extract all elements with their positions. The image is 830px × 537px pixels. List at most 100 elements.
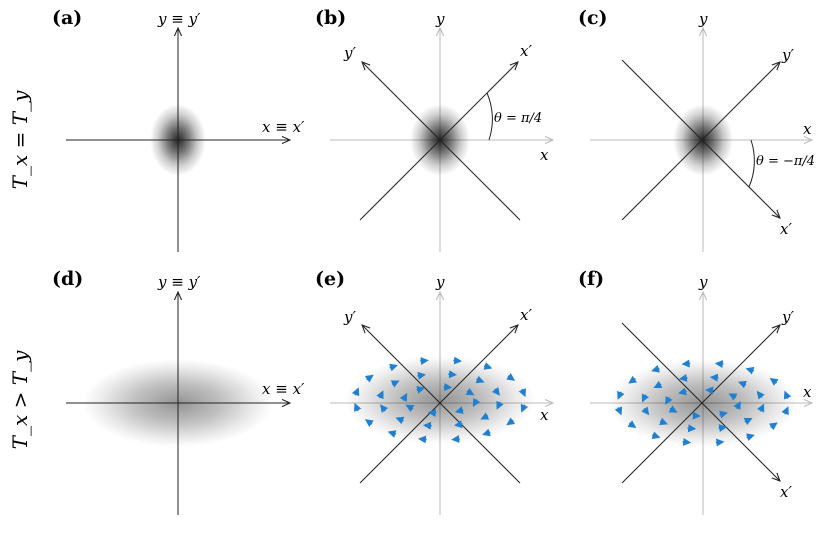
x-axis-label: x — [803, 120, 812, 138]
flow-arrow — [687, 424, 697, 433]
flow-arrow — [641, 406, 650, 416]
flow-arrow — [454, 406, 464, 415]
flow-arrow — [681, 359, 691, 368]
flow-arrow — [705, 386, 714, 395]
flow-arrow — [453, 356, 462, 365]
flow-arrow — [627, 420, 637, 429]
flow-arrow — [641, 393, 650, 403]
flow-arrow — [614, 406, 623, 416]
flow-arrow — [416, 385, 426, 394]
flow-arrow — [651, 431, 661, 440]
flow-arrow — [472, 398, 481, 407]
flow-arrow — [756, 403, 765, 413]
flow-arrow — [395, 416, 405, 425]
flow-arrow — [678, 373, 688, 382]
y-axis-label: y ≡ y′ — [157, 10, 201, 28]
angle-arc — [748, 139, 755, 188]
yprime-axis-label: y′ — [343, 44, 356, 62]
yprime-axis-label: y′ — [343, 308, 356, 326]
particle-cloud — [345, 356, 535, 444]
panel-c: (c) θ = −π/4 x y x′ y′ — [578, 7, 815, 252]
flow-arrow — [783, 390, 792, 400]
x-axis-label: x — [540, 406, 549, 424]
flow-arrow — [351, 387, 360, 397]
yprime-axis-label: y′ — [781, 46, 794, 64]
y-axis-label: y — [435, 273, 445, 291]
flow-arrow — [665, 395, 673, 405]
flow-arrow — [380, 404, 389, 414]
xprime-axis-label: x′ — [520, 306, 532, 324]
flow-arrow — [496, 400, 504, 410]
rotated-x-axis — [621, 322, 780, 481]
flow-arrow — [520, 403, 529, 413]
flow-arrow — [389, 363, 398, 372]
panel-label-f: (f) — [578, 268, 604, 290]
y-axis-label: y — [435, 10, 445, 28]
xprime-axis-label: x′ — [780, 220, 792, 238]
rotated-x-axis — [359, 325, 518, 484]
flow-arrow — [756, 390, 765, 400]
angle-arc — [486, 92, 493, 141]
flow-arrow — [390, 380, 400, 388]
flow-arrow — [719, 410, 728, 419]
flow-arrow — [420, 357, 429, 366]
flow-arrow — [692, 411, 701, 420]
flow-arrow — [353, 402, 362, 412]
flow-arrow — [423, 421, 432, 430]
flow-arrow — [475, 375, 485, 384]
flow-arrow — [480, 412, 490, 420]
flow-arrow — [769, 377, 779, 386]
flow-arrow — [709, 373, 719, 382]
flow-arrow — [483, 362, 493, 370]
particle-cloud — [608, 359, 798, 447]
flow-arrow — [417, 371, 426, 380]
rotated-x-axis — [621, 59, 780, 218]
rotated-y-axis — [362, 325, 521, 484]
panel-a: (a) x ≡ x′ y ≡ y′ — [52, 7, 305, 252]
x-axis-label: x — [540, 146, 549, 164]
panel-d: (d) x ≡ x′ y ≡ y′ — [52, 268, 305, 515]
rotated-y-axis — [362, 62, 521, 221]
flow-arrow — [714, 360, 724, 369]
y-axis-label: y — [698, 10, 708, 28]
flow-arrow — [617, 390, 625, 400]
flow-arrow — [454, 420, 463, 429]
flow-arrow — [418, 435, 427, 444]
panel-label-d: (d) — [52, 268, 83, 290]
flow-arrow — [628, 375, 638, 384]
flow-arrow — [376, 390, 384, 400]
flow-arrow — [405, 404, 415, 413]
flow-arrow — [653, 380, 663, 389]
flow-arrow — [465, 387, 475, 396]
x-axis-label: x ≡ x′ — [262, 380, 305, 398]
flow-arrow — [745, 433, 755, 442]
flow-arrow — [668, 405, 678, 413]
particle-cloud — [673, 104, 733, 176]
angle-label: θ = −π/4 — [756, 154, 815, 169]
xprime-axis-label: x′ — [520, 42, 532, 60]
panel-label-a: (a) — [52, 7, 82, 29]
flow-arrow — [781, 406, 789, 416]
flow-arrow — [659, 417, 668, 426]
yprime-axis-label: y′ — [781, 308, 794, 326]
flow-arrow — [733, 401, 741, 411]
flow-arrow — [427, 408, 437, 417]
flow-arrow — [506, 372, 516, 381]
flow-arrow — [728, 393, 738, 401]
flow-arrow — [443, 383, 453, 392]
flow-arrow — [364, 419, 374, 428]
flow-arrow — [743, 417, 753, 426]
flow-arrow — [451, 434, 460, 443]
panel-label-e: (e) — [315, 268, 345, 290]
flow-arrows — [614, 359, 792, 447]
flow-arrow — [491, 386, 500, 396]
x-axis-label: x ≡ x′ — [262, 118, 305, 136]
panel-label-b: (b) — [315, 7, 346, 29]
xprime-axis-label: x′ — [780, 483, 792, 501]
rotated-y-axis — [621, 62, 780, 221]
flow-arrow — [678, 387, 687, 396]
flow-arrow — [387, 430, 397, 438]
flow-arrow — [506, 417, 516, 426]
flow-arrow — [482, 428, 491, 437]
